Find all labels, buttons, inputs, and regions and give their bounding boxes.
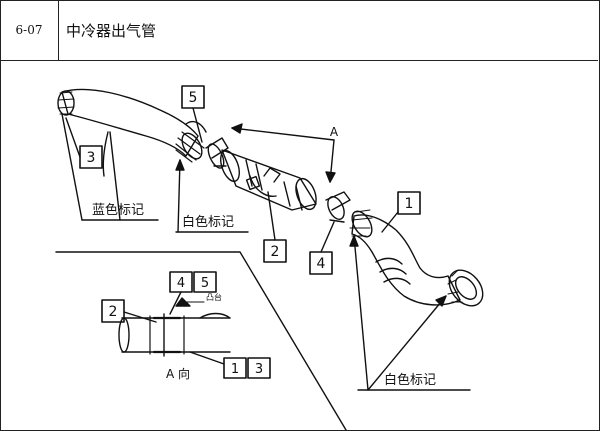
clamp-4 <box>325 191 351 223</box>
header-row: 6-07 中冷器出气管 <box>0 0 598 61</box>
arrow-a-label: A <box>330 125 339 139</box>
callout-1: 1 <box>405 196 414 212</box>
center-pipe <box>220 149 317 211</box>
right-hose-end <box>448 269 484 307</box>
detail-callout-5: 5 <box>201 276 209 291</box>
white-mark-label: 白色标记 <box>182 214 234 230</box>
right-hose <box>349 209 484 307</box>
section-code: 6-07 <box>0 0 59 60</box>
view-a-label: A 向 <box>166 366 190 381</box>
callout-3: 3 <box>87 150 96 166</box>
detail-box-5 <box>193 271 217 293</box>
detail-callout-3: 3 <box>255 362 263 377</box>
callout-5: 5 <box>189 90 198 106</box>
detail-a-view <box>118 297 231 357</box>
callout-4: 4 <box>317 256 326 272</box>
page-title: 中冷器出气管 <box>66 21 157 40</box>
left-hose-clamp-end <box>57 90 75 116</box>
detail-callout-2: 2 <box>109 304 118 320</box>
detail-callout-4: 4 <box>177 276 185 291</box>
clamp-5 <box>205 137 229 169</box>
white-mark-label-right: 白色标记 <box>384 372 436 388</box>
blue-mark-label: 蓝色标记 <box>92 202 144 218</box>
detail-box-2 <box>101 299 125 323</box>
boss-label: 凸台 <box>206 292 222 302</box>
detail-box-1 <box>223 357 247 379</box>
callout-2: 2 <box>271 244 280 260</box>
detail-divider <box>55 251 347 431</box>
detail-box-3 <box>247 357 271 379</box>
detail-callout-1: 1 <box>231 362 239 377</box>
callout-box-1 <box>397 191 421 215</box>
